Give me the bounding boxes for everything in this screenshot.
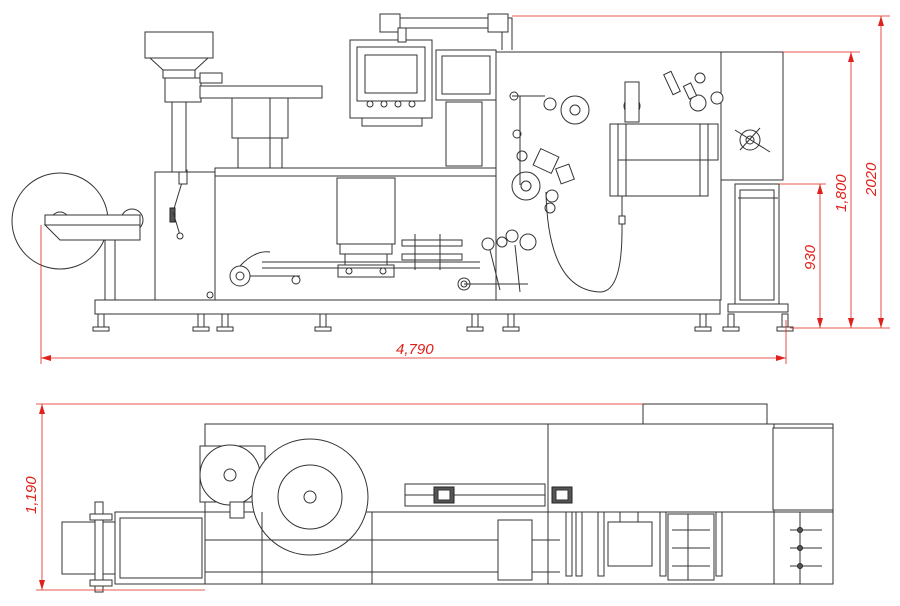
conveyor-rails: [262, 234, 480, 270]
top-infeed: [61, 501, 206, 593]
output-cart: [727, 183, 789, 313]
top-dimensions: 1,190: [23, 403, 643, 591]
right-top-box: [720, 51, 784, 181]
front-dimensions: 4,790 2020 1,800 930: [40, 15, 890, 364]
front-view: [11, 13, 794, 332]
lower-linkage: [457, 229, 537, 293]
forming-station: [199, 85, 323, 169]
foil-reel: [11, 172, 144, 301]
discharge-linkage: [734, 127, 771, 153]
punching-station: [609, 123, 719, 225]
top-view: [61, 403, 834, 593]
hopper-assembly: [144, 31, 223, 173]
table-height-dimension: 930: [802, 244, 819, 270]
overhead-pipe: [379, 13, 513, 50]
top-feed-rails: [404, 483, 573, 507]
top-reels: [199, 438, 369, 556]
cutter-head: [532, 147, 560, 175]
control-panel: [349, 39, 497, 167]
top-sealing-block: [497, 519, 533, 581]
width-dimension: 1,190: [23, 476, 40, 514]
top-control-box: [642, 403, 768, 427]
total-height-dimension: 2020: [863, 162, 880, 197]
film-path: [512, 95, 623, 293]
sealing-block: [336, 177, 396, 245]
left-frame: [154, 171, 216, 301]
index-roller: [229, 251, 301, 287]
base-rail: [94, 299, 721, 315]
frame-height-dimension: 1,800: [833, 174, 850, 212]
top-stations: [565, 511, 822, 584]
left-linkage: [169, 169, 188, 240]
machine-feet: [92, 313, 794, 332]
length-dimension: 4,790: [396, 341, 434, 358]
